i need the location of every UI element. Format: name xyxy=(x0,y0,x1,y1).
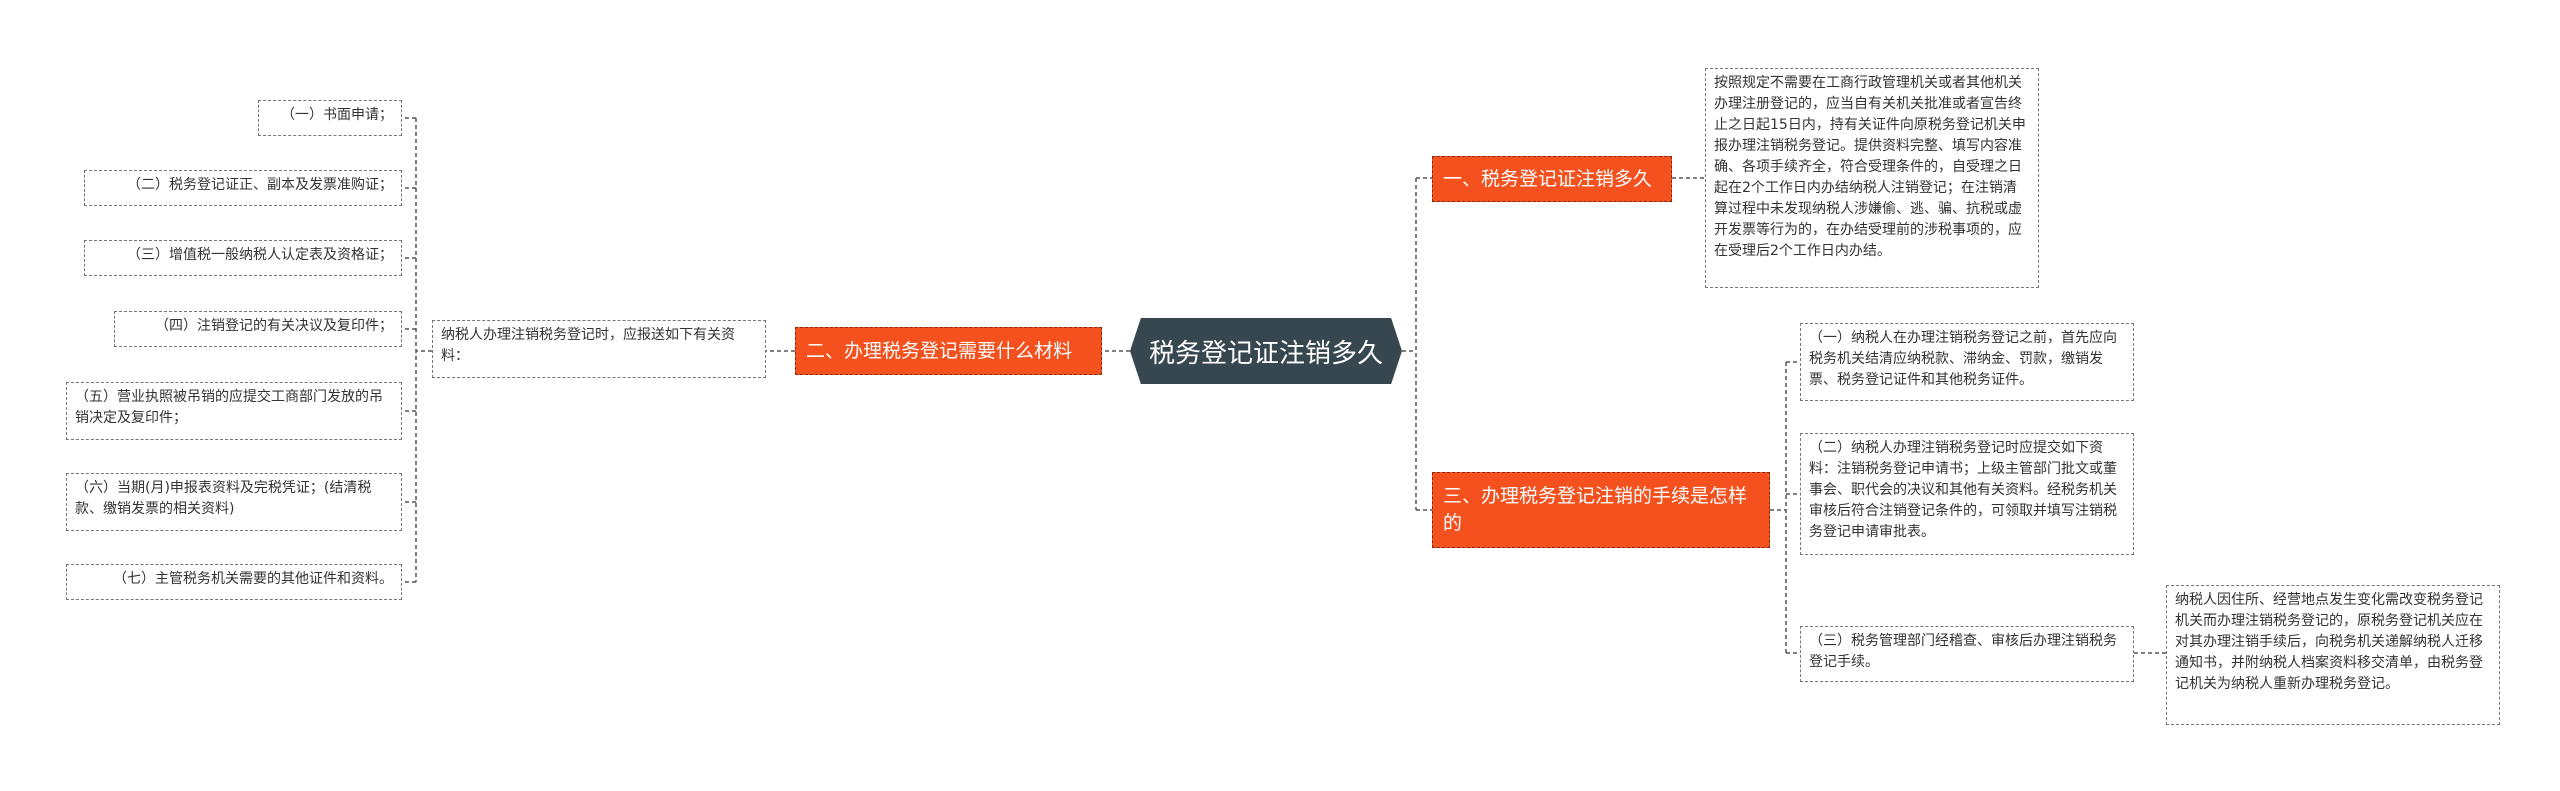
item-text: （七）主管税务机关需要的其他证件和资料。 xyxy=(113,571,393,587)
item-text: （六）当期(月)申报表资料及完税凭证；(结清税款、缴销发票的相关资料) xyxy=(75,480,372,517)
branch-3-label: 三、办理税务登记注销的手续是怎样的 xyxy=(1443,485,1748,534)
branch-2-item-3[interactable]: （三）增值税一般纳税人认定表及资格证； xyxy=(84,240,402,276)
branch-2-item-7[interactable]: （七）主管税务机关需要的其他证件和资料。 xyxy=(66,564,402,600)
branch-1-detail-text: 按照规定不需要在工商行政管理机关或者其他机关办理注册登记的，应当自有关机关批准或… xyxy=(1714,75,2026,259)
branch-2-item-5[interactable]: （五）营业执照被吊销的应提交工商部门发放的吊销决定及复印件； xyxy=(66,382,402,440)
branch-2-item-6[interactable]: （六）当期(月)申报表资料及完税凭证；(结清税款、缴销发票的相关资料) xyxy=(66,473,402,531)
item-text: （五）营业执照被吊销的应提交工商部门发放的吊销决定及复印件； xyxy=(75,389,383,426)
subdetail-text: 纳税人因住所、经营地点发生变化需改变税务登记机关而办理注销税务登记的，原税务登记… xyxy=(2175,592,2483,692)
item-text: （一）书面申请； xyxy=(281,107,393,123)
branch-3-item-2[interactable]: （二）纳税人办理注销税务登记时应提交如下资料：注销税务登记申请书；上级主管部门批… xyxy=(1800,433,2134,555)
branch-2-item-2[interactable]: （二）税务登记证正、副本及发票准购证； xyxy=(84,170,402,206)
item-text: （三）增值税一般纳税人认定表及资格证； xyxy=(127,247,393,263)
branch-3-item-1[interactable]: （一）纳税人在办理注销税务登记之前，首先应向税务机关结清应纳税款、滞纳金、罚款，… xyxy=(1800,323,2134,401)
link-b3-items xyxy=(1770,362,1787,653)
item-text: （三）税务管理部门经稽查、审核后办理注销税务登记手续。 xyxy=(1809,633,2117,670)
root-topic[interactable]: 税务登记证注销多久 xyxy=(1130,318,1402,384)
branch-2-item-1[interactable]: （一）书面申请； xyxy=(258,100,402,136)
root-label: 税务登记证注销多久 xyxy=(1148,338,1383,369)
branch-3-item-3[interactable]: （三）税务管理部门经稽查、审核后办理注销税务登记手续。 xyxy=(1800,626,2134,682)
link-root-right xyxy=(1402,178,1417,510)
branch-2-hub-text: 纳税人办理注销税务登记时，应报送如下有关资料： xyxy=(441,327,735,364)
branch-2-hub[interactable]: 纳税人办理注销税务登记时，应报送如下有关资料： xyxy=(432,320,766,378)
item-text: （二）纳税人办理注销税务登记时应提交如下资料：注销税务登记申请书；上级主管部门批… xyxy=(1809,440,2117,540)
branch-2-topic[interactable]: 二、办理税务登记需要什么材料 xyxy=(795,327,1102,375)
branch-1-label: 一、税务登记证注销多久 xyxy=(1443,167,1653,190)
branch-2-label: 二、办理税务登记需要什么材料 xyxy=(806,339,1073,362)
branch-1-topic[interactable]: 一、税务登记证注销多久 xyxy=(1432,156,1672,202)
branch-2-item-4[interactable]: （四）注销登记的有关决议及复印件； xyxy=(114,311,402,347)
item-text: （二）税务登记证正、副本及发票准购证； xyxy=(127,177,393,193)
branch-3-subdetail[interactable]: 纳税人因住所、经营地点发生变化需改变税务登记机关而办理注销税务登记的，原税务登记… xyxy=(2166,585,2500,725)
branch-3-topic[interactable]: 三、办理税务登记注销的手续是怎样的 xyxy=(1432,472,1770,548)
link-hub-items xyxy=(415,118,432,582)
branch-1-detail[interactable]: 按照规定不需要在工商行政管理机关或者其他机关办理注册登记的，应当自有关机关批准或… xyxy=(1705,68,2039,288)
item-text: （一）纳税人在办理注销税务登记之前，首先应向税务机关结清应纳税款、滞纳金、罚款，… xyxy=(1809,330,2117,388)
item-text: （四）注销登记的有关决议及复印件； xyxy=(155,318,393,334)
